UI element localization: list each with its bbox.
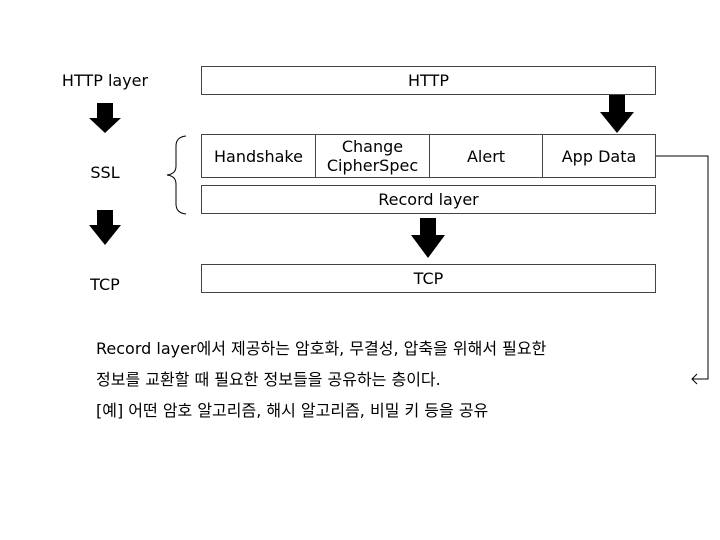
down-arrow-icon — [411, 218, 445, 258]
alert-box: Alert — [429, 134, 543, 178]
explanation-note: Record layer에서 제공하는 암호화, 무결성, 압축을 위해서 필요… — [96, 333, 546, 426]
tcp-label: TCP — [90, 275, 120, 294]
connector-arrowhead-icon — [691, 373, 698, 385]
http-box: HTTP — [201, 66, 656, 95]
http-layer-label: HTTP layer — [61, 71, 149, 90]
app-data-box: App Data — [542, 134, 656, 178]
handshake-label: Handshake — [214, 146, 303, 166]
down-arrow-icon — [600, 95, 634, 133]
tcp-box-label: TCP — [413, 269, 444, 288]
down-arrow-icon — [89, 103, 121, 133]
alert-label: Alert — [466, 146, 506, 166]
connector-line — [656, 155, 709, 380]
app-data-label: App Data — [561, 146, 637, 166]
handshake-box: Handshake — [201, 134, 316, 178]
change-cipherspec-box: Change CipherSpec — [315, 134, 430, 178]
note-line-2: 정보를 교환할 때 필요한 정보들을 공유하는 층이다. — [96, 370, 441, 389]
down-arrow-icon — [89, 210, 121, 245]
tcp-box: TCP — [201, 264, 656, 293]
record-layer-label: Record layer — [378, 190, 479, 209]
record-layer-box: Record layer — [201, 185, 656, 214]
change-cipherspec-label-line1: Change — [341, 137, 404, 156]
change-cipherspec-label-line2: CipherSpec — [326, 156, 419, 175]
http-box-label: HTTP — [408, 71, 449, 90]
note-line-3: [예] 어떤 암호 알고리즘, 해시 알고리즘, 비밀 키 등을 공유 — [96, 401, 489, 420]
ssl-label: SSL — [90, 163, 120, 182]
note-line-1: Record layer에서 제공하는 암호화, 무결성, 압축을 위해서 필요… — [96, 339, 547, 358]
brace-icon — [166, 135, 187, 215]
